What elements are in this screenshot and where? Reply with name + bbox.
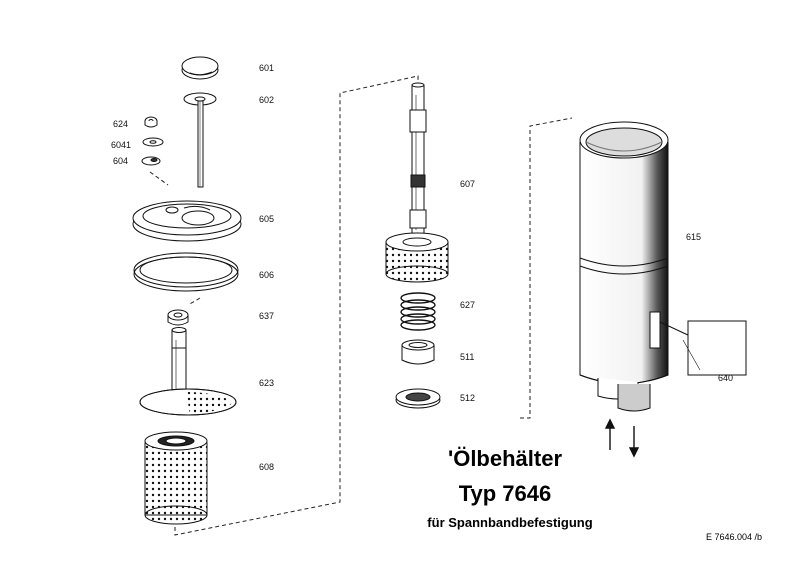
label-640: 640 <box>718 373 734 383</box>
flow-arrows <box>604 418 640 458</box>
part-624-nut <box>144 116 158 128</box>
title-type-number: Typ 7646 <box>458 481 552 506</box>
connector-lines <box>149 75 573 536</box>
part-607-stem <box>385 82 449 283</box>
label-624: 624 <box>113 119 129 129</box>
part-604-washer <box>141 156 161 166</box>
label-602: 602 <box>259 95 275 105</box>
drawing-number: E 7646.004 /b <box>706 532 763 542</box>
part-608-filter <box>144 431 208 525</box>
leader-lines <box>682 339 701 371</box>
label-607: 607 <box>460 179 476 189</box>
part-637-nut <box>167 309 189 326</box>
label-623: 623 <box>259 378 275 388</box>
label-604: 604 <box>113 156 129 166</box>
label-512: 512 <box>460 393 476 403</box>
label-601: 601 <box>259 63 275 73</box>
title-oil-tank: 'Ölbehälter <box>447 446 563 471</box>
part-627-spring <box>400 292 436 331</box>
label-637: 637 <box>259 311 275 321</box>
part-512-disc <box>395 388 441 409</box>
part-6041-washer <box>142 137 164 147</box>
label-511: 511 <box>460 352 475 362</box>
part-623-tube-plate <box>139 327 237 416</box>
part-605-lid <box>132 200 242 242</box>
part-601-knob <box>181 56 219 80</box>
label-627: 627 <box>460 300 476 310</box>
label-6041: 6041 <box>111 140 132 150</box>
part-606-ring <box>133 252 239 292</box>
label-605: 605 <box>259 214 275 224</box>
label-615: 615 <box>686 232 702 242</box>
label-606: 606 <box>259 270 275 280</box>
label-608: 608 <box>259 462 275 472</box>
title-subtitle: für Spannbandbefestigung <box>427 515 593 530</box>
part-511-sleeve <box>401 339 435 365</box>
part-615-container <box>579 121 669 412</box>
part-602-washer-rod <box>183 92 217 188</box>
part-640-label-plate <box>659 320 747 376</box>
